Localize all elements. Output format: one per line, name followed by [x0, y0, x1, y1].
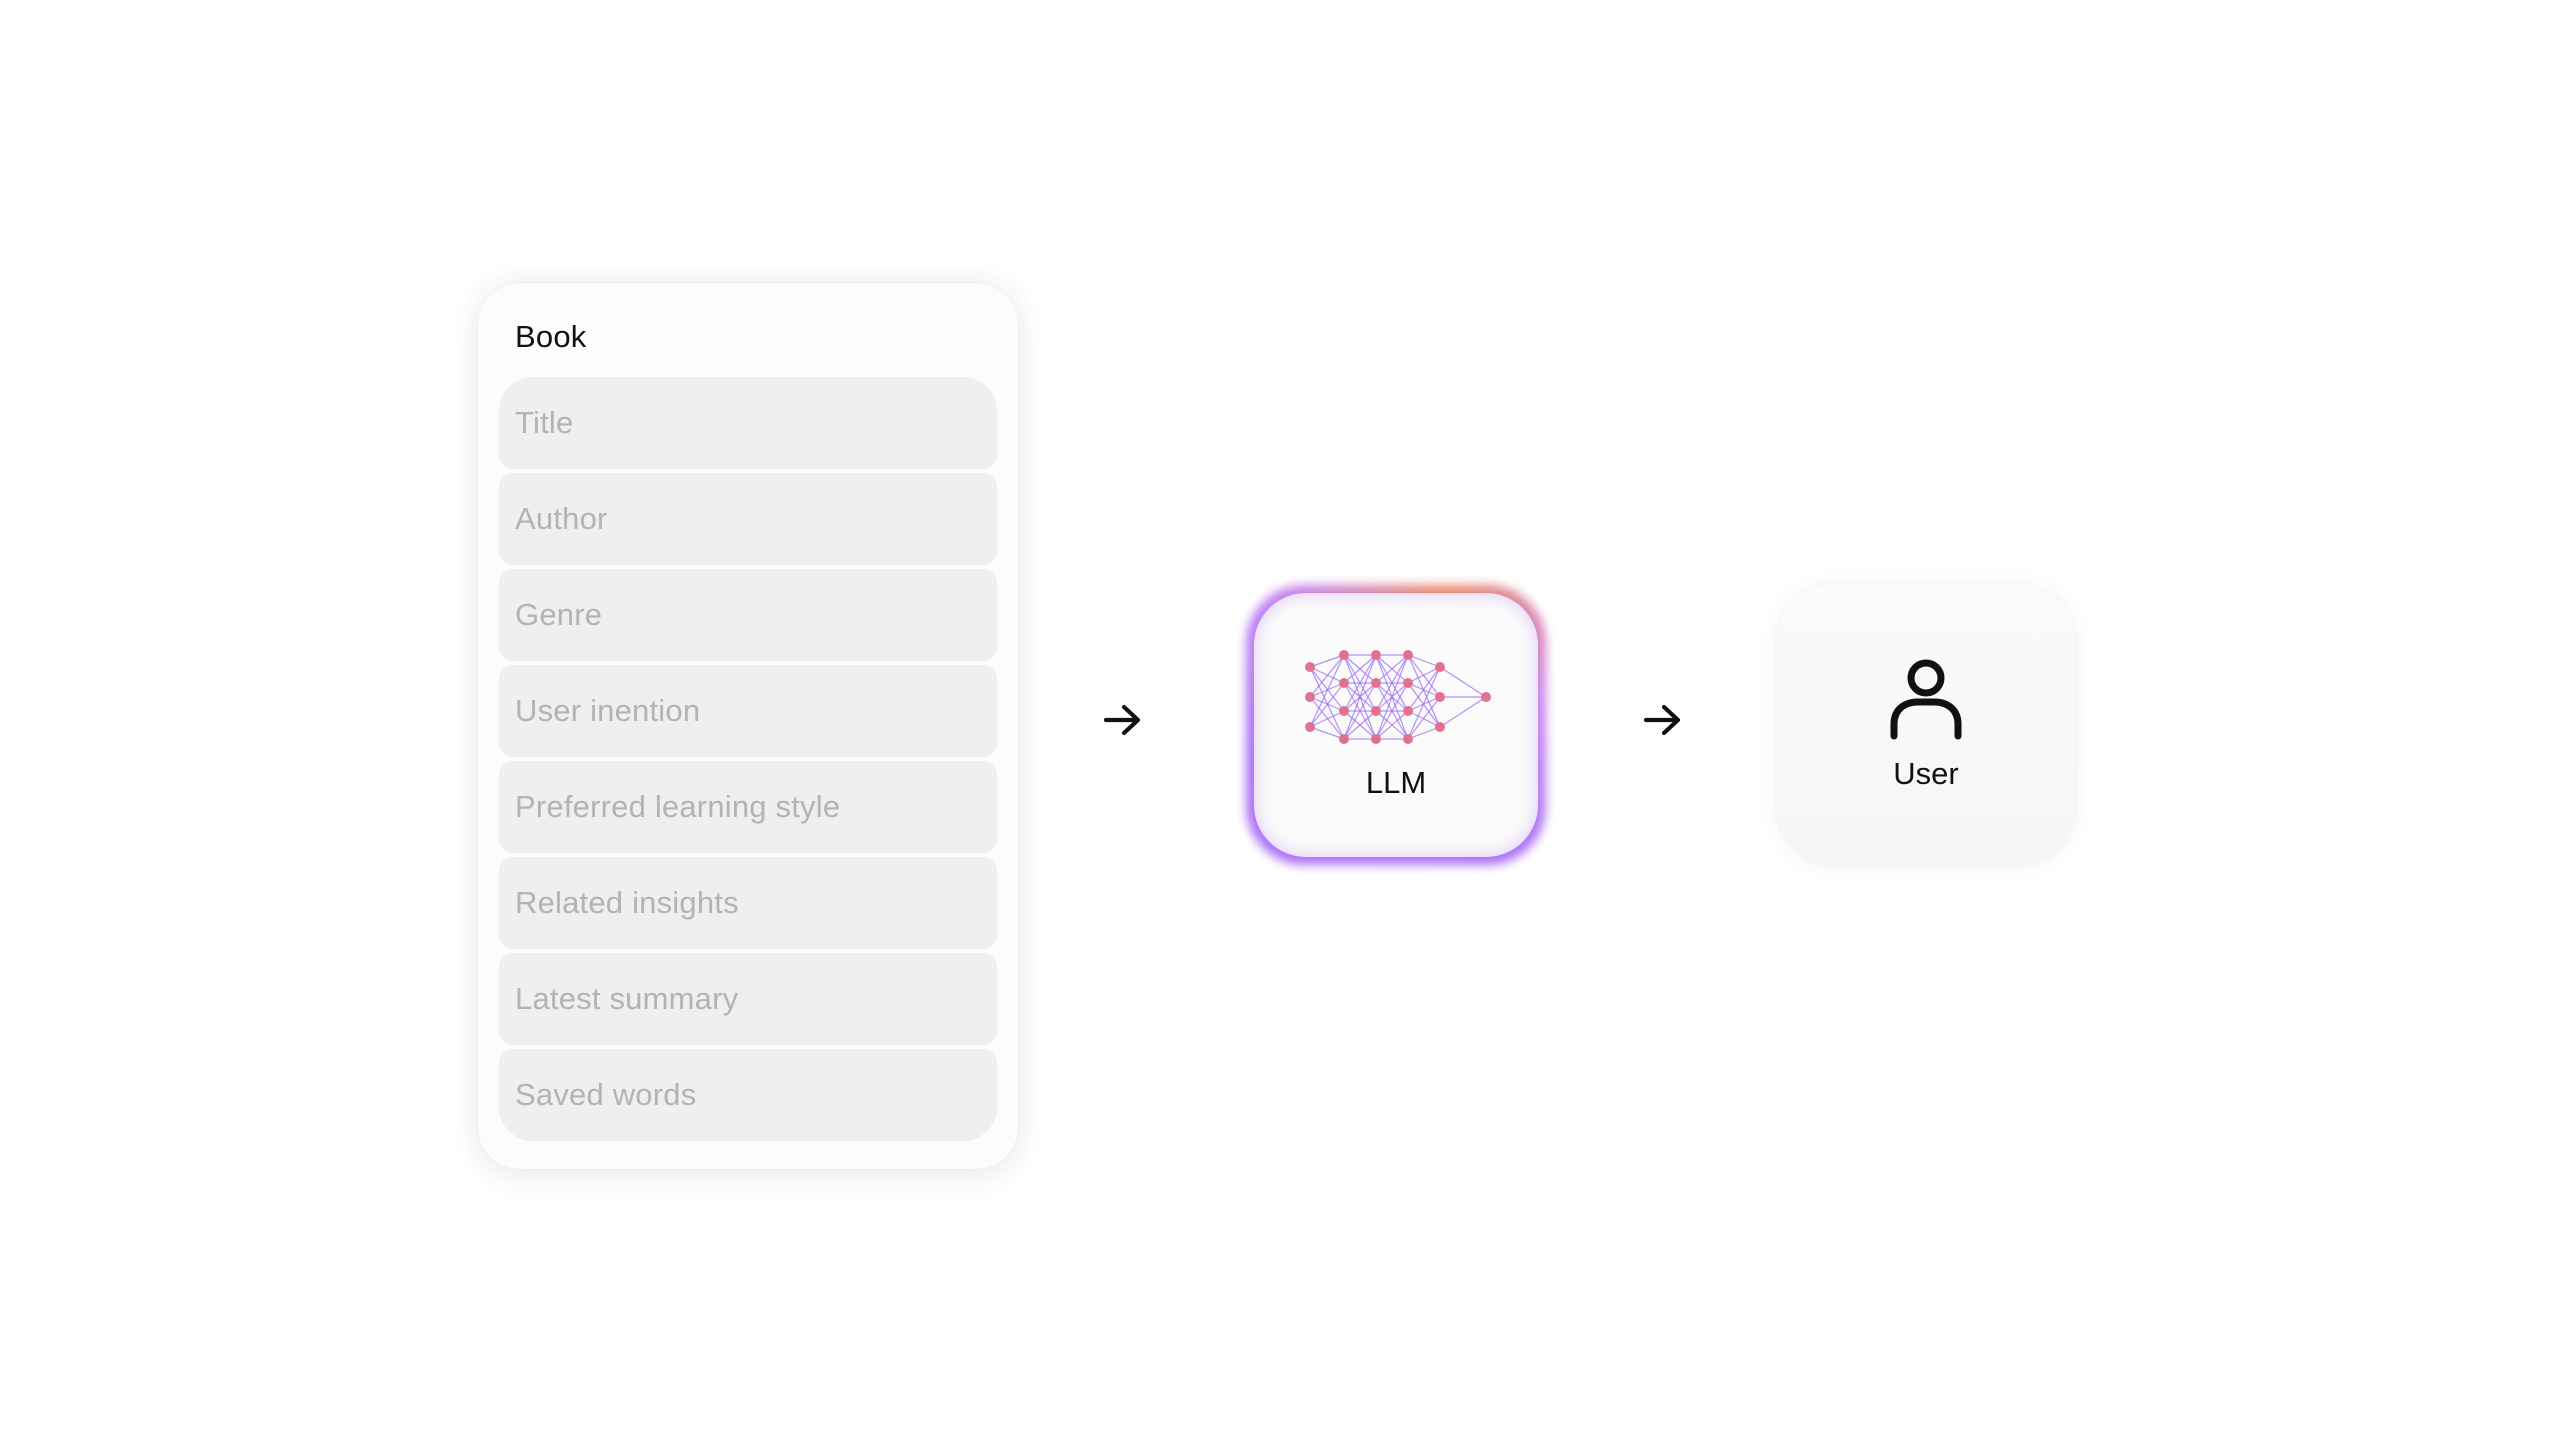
network-edge — [1309, 666, 1345, 684]
field-author: Author — [499, 473, 997, 565]
network-node — [1371, 678, 1381, 688]
network-edge — [1343, 654, 1377, 684]
network-node — [1339, 678, 1349, 688]
network-edge — [1375, 654, 1409, 712]
network-node — [1403, 678, 1413, 688]
network-edge — [1439, 666, 1487, 698]
network-edge — [1343, 682, 1377, 740]
network-node — [1435, 722, 1445, 732]
network-node — [1371, 650, 1381, 660]
network-edge — [1407, 666, 1441, 712]
field-saved-words: Saved words — [499, 1049, 997, 1141]
arrow-right-icon — [1643, 702, 1683, 738]
network-edge — [1407, 696, 1441, 740]
network-edge — [1375, 710, 1409, 740]
field-preferred-learning-style: Preferred learning style — [499, 761, 997, 853]
book-field-list: Title Author Genre User inention Preferr… — [499, 377, 997, 1141]
network-edge — [1309, 696, 1345, 740]
network-edge — [1407, 666, 1441, 740]
network-edge — [1309, 654, 1345, 668]
person-icon — [1890, 659, 1962, 740]
network-edge — [1407, 654, 1441, 668]
network-node — [1339, 650, 1349, 660]
network-edge — [1375, 682, 1409, 740]
book-card-title: Book — [515, 319, 587, 354]
network-edge — [1407, 654, 1441, 698]
network-node — [1371, 706, 1381, 716]
network-edge — [1309, 682, 1345, 728]
network-edge — [1309, 666, 1345, 712]
field-label: Title — [515, 405, 574, 440]
network-edge — [1407, 710, 1441, 728]
network-node — [1305, 692, 1315, 702]
field-label: Preferred learning style — [515, 789, 841, 824]
network-node — [1403, 706, 1413, 716]
network-node — [1435, 692, 1445, 702]
field-label: User inention — [515, 693, 701, 728]
user-box: User — [1776, 584, 2076, 866]
network-edge — [1407, 654, 1441, 728]
network-edge — [1407, 726, 1441, 740]
user-label: User — [1893, 756, 1959, 791]
field-title: Title — [499, 377, 997, 469]
network-node — [1435, 662, 1445, 672]
field-label: Latest summary — [515, 981, 739, 1016]
network-edge — [1309, 696, 1345, 712]
network-edge — [1343, 654, 1377, 712]
network-node — [1371, 734, 1381, 744]
network-node — [1305, 662, 1315, 672]
network-node — [1403, 650, 1413, 660]
llm-box: LLM — [1254, 593, 1538, 857]
field-genre: Genre — [499, 569, 997, 661]
network-edge — [1343, 710, 1377, 740]
book-card: Book Title Author Genre User inention Pr… — [478, 283, 1018, 1169]
network-node — [1305, 722, 1315, 732]
field-label: Genre — [515, 597, 603, 632]
network-node — [1481, 692, 1491, 702]
field-related-insights: Related insights — [499, 857, 997, 949]
network-edge — [1407, 666, 1441, 684]
network-edge — [1309, 666, 1345, 740]
network-edge — [1343, 654, 1377, 740]
network-node — [1339, 706, 1349, 716]
network-node — [1339, 734, 1349, 744]
arrow-right-icon — [1103, 702, 1143, 738]
llm-label: LLM — [1365, 765, 1427, 800]
neural-network-icon — [1305, 650, 1491, 744]
field-label: Related insights — [515, 885, 739, 920]
field-latest-summary: Latest summary — [499, 953, 997, 1045]
network-node — [1403, 734, 1413, 744]
network-edge — [1309, 710, 1345, 728]
network-edge — [1439, 696, 1487, 728]
field-user-intention: User inention — [499, 665, 997, 757]
network-edge — [1375, 654, 1409, 684]
network-edge — [1309, 654, 1345, 698]
field-label: Saved words — [515, 1077, 697, 1112]
field-label: Author — [515, 501, 608, 536]
network-edge — [1309, 654, 1345, 728]
network-edge — [1407, 682, 1441, 728]
network-edge — [1375, 654, 1409, 740]
network-edge — [1309, 726, 1345, 740]
